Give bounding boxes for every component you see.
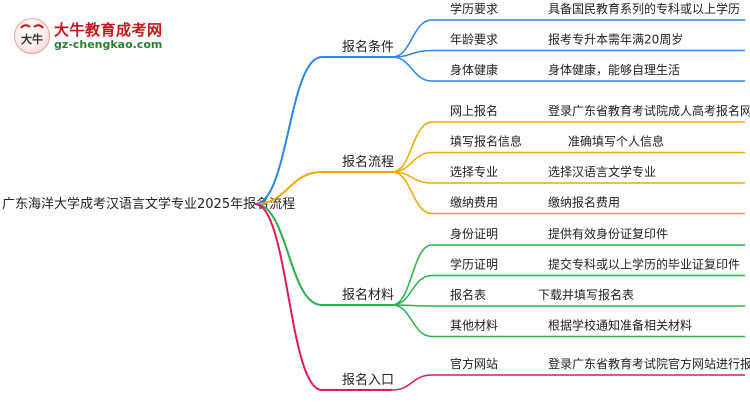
item-key: 网上报名 <box>450 103 498 118</box>
item-value: 报考专升本需年满20周岁 <box>548 32 683 47</box>
logo-badge: 大牛 <box>14 18 50 54</box>
branch-label: 报名材料 <box>342 287 394 303</box>
item-key: 报名表 <box>450 287 486 302</box>
item-connector <box>391 19 433 58</box>
item-connector <box>391 151 433 173</box>
item-value: 身体健康，能够自理生活 <box>548 62 680 77</box>
item-value: 下载并填写报名表 <box>538 287 634 302</box>
item-value: 具备国民教育系列的专科或以上学历 <box>548 1 740 16</box>
item-value: 登录广东省教育考试院成人高考报名网站 <box>548 103 750 118</box>
item-connector <box>391 171 433 215</box>
branch-label: 报名流程 <box>342 154 394 170</box>
branch-connector <box>254 203 323 391</box>
item-connector <box>391 56 433 82</box>
branch-label: 报名条件 <box>342 39 394 55</box>
branch-connector <box>254 171 323 205</box>
item-key: 选择专业 <box>450 164 498 179</box>
item-value: 提交专科或以上学历的毕业证复印件 <box>548 257 740 272</box>
item-key: 缴纳费用 <box>450 195 498 210</box>
item-key: 填写报名信息 <box>450 134 522 149</box>
item-connector <box>391 121 433 173</box>
logo-name: 大牛教育成考网 <box>54 21 163 39</box>
item-connector <box>391 244 433 306</box>
branch-connector <box>254 203 323 306</box>
item-key: 身体健康 <box>450 62 498 77</box>
item-key: 身份证明 <box>450 226 498 241</box>
logo-url: gz-chengkao.com <box>54 38 163 51</box>
item-value: 缴纳报名费用 <box>548 195 620 210</box>
item-value: 准确填写个人信息 <box>568 134 664 149</box>
item-connector <box>391 374 433 391</box>
item-key: 年龄要求 <box>450 33 498 47</box>
item-value: 根据学校通知准备相关材料 <box>548 318 692 333</box>
root-topic: 广东海洋大学成考汉语言文学专业2025年报名流程 <box>2 197 296 212</box>
item-connector <box>391 274 433 306</box>
item-connector <box>391 304 433 338</box>
item-value: 提供有效身份证复印件 <box>548 226 668 241</box>
item-connector <box>391 49 433 58</box>
bull-logo-icon: 大牛 <box>20 24 44 46</box>
item-key: 学历要求 <box>450 1 498 16</box>
branch-connector <box>254 56 323 205</box>
site-logo[interactable]: 大牛 大牛教育成考网 gz-chengkao.com <box>14 18 174 54</box>
item-key: 其他材料 <box>450 319 498 333</box>
branch-label: 报名入口 <box>342 372 394 388</box>
item-key: 官方网站 <box>450 356 498 371</box>
logo-mark: 大牛 <box>21 32 43 46</box>
item-value: 选择汉语言文学专业 <box>548 164 656 179</box>
item-key: 学历证明 <box>450 257 498 272</box>
item-value: 登录广东省教育考试院官方网站进行报名 <box>548 356 750 371</box>
